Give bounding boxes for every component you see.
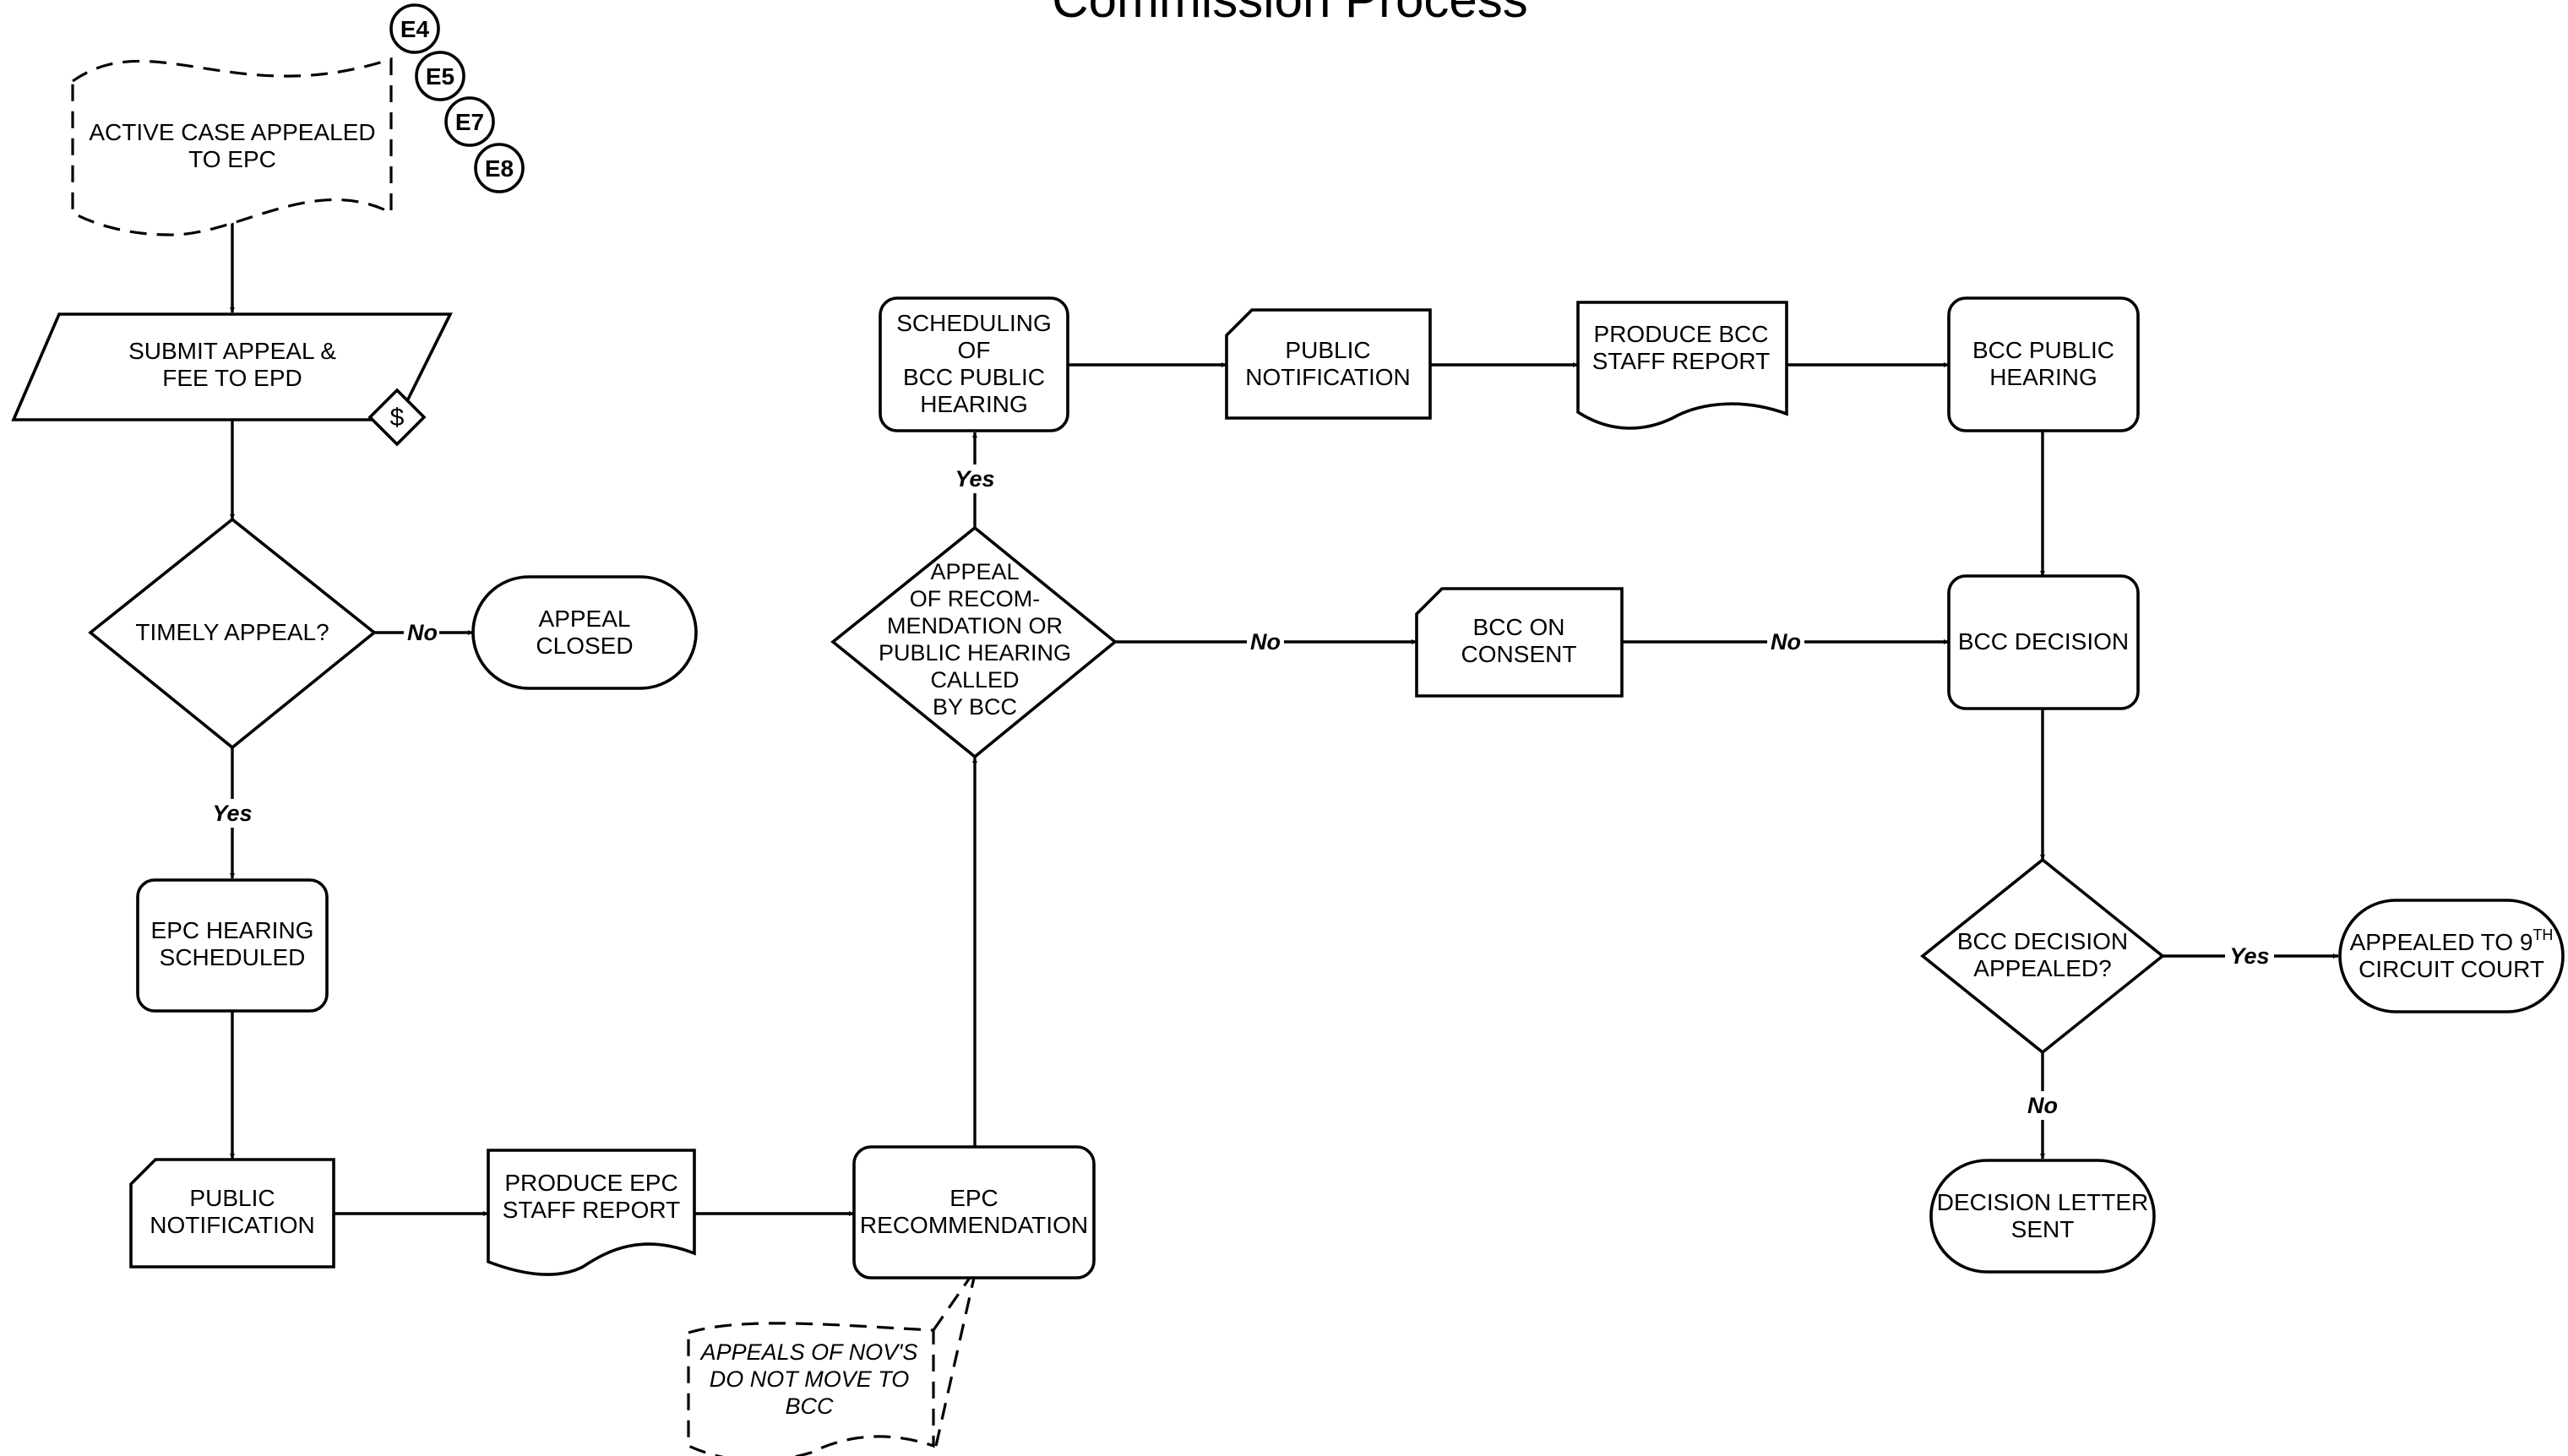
edge-label-appeal-yes: Yes [955,466,994,492]
svg-text:APPEAL: APPEAL [930,559,1019,584]
node-bcc-decision-appealed: BCC DECISION APPEALED? [1920,857,2165,1055]
svg-text:CLOSED: CLOSED [536,633,633,659]
node-appealed-circuit-court: APPEALED TO 9TH CIRCUIT COURT [2338,899,2565,1013]
svg-text:HEARING: HEARING [920,391,1028,417]
svg-text:SUBMIT APPEAL &: SUBMIT APPEAL & [128,338,336,364]
svg-text:SCHEDULING: SCHEDULING [896,310,1052,336]
node-bcc-decision: BCC DECISION [1947,574,2140,710]
badge-e8: E8 [474,143,525,193]
svg-text:NOTIFICATION: NOTIFICATION [1245,364,1410,390]
edge-label-appeal-no: No [1250,629,1281,655]
node-submit-appeal: SUBMIT APPEAL & FEE TO EPD [11,312,453,421]
svg-text:E4: E4 [400,16,430,42]
svg-text:BCC PUBLIC: BCC PUBLIC [1972,337,2114,363]
edge-label-decision-appealed-no: No [2027,1093,2058,1118]
svg-text:BCC DECISION: BCC DECISION [1957,928,2128,954]
node-active-case-appealed: ACTIVE CASE APPEALED TO EPC [71,57,393,236]
svg-text:E8: E8 [485,155,514,182]
badge-e4: E4 [389,3,440,54]
svg-text:APPEALED TO 9TH: APPEALED TO 9TH [2350,926,2554,955]
svg-text:APPEALS OF NOV'S: APPEALS OF NOV'S [699,1339,918,1365]
node-appeal-closed: APPEAL CLOSED [471,575,698,690]
svg-text:EPC: EPC [949,1185,998,1211]
svg-text:HEARING: HEARING [1989,364,2097,390]
node-appeal-called-by-bcc: APPEAL OF RECOM- MENDATION OR PUBLIC HEA… [830,525,1118,759]
svg-text:TO EPC: TO EPC [188,146,276,172]
svg-text:MENDATION OR: MENDATION OR [887,613,1063,638]
svg-text:BCC ON: BCC ON [1473,614,1565,640]
node-produce-bcc-staff-report: PRODUCE BCC STAFF REPORT [1576,301,1788,430]
dollar-icon: $ [390,404,405,432]
edge-label-consent-no: No [1771,629,1801,655]
svg-text:RECOMMENDATION: RECOMMENDATION [860,1212,1088,1238]
svg-text:FEE TO EPD: FEE TO EPD [162,365,302,391]
svg-text:BCC: BCC [785,1394,834,1419]
svg-text:CONSENT: CONSENT [1461,641,1577,667]
svg-text:OF: OF [958,337,991,363]
svg-text:PUBLIC HEARING: PUBLIC HEARING [879,640,1071,666]
svg-text:SCHEDULED: SCHEDULED [160,944,306,970]
svg-text:PRODUCE BCC: PRODUCE BCC [1594,321,1769,347]
svg-text:PUBLIC: PUBLIC [189,1185,275,1211]
badge-e7: E7 [444,96,495,147]
diagram-title: Commission Process [1052,0,1527,28]
svg-text:APPEALED?: APPEALED? [1973,955,2111,981]
svg-text:SENT: SENT [2011,1216,2075,1242]
svg-text:STAFF REPORT: STAFF REPORT [1592,348,1771,374]
svg-text:STAFF REPORT: STAFF REPORT [503,1197,681,1223]
svg-text:OF RECOM-: OF RECOM- [910,586,1041,611]
edge-labels: No Yes Yes No No Yes No [208,465,2274,1120]
svg-text:CALLED: CALLED [930,667,1019,693]
svg-text:TIMELY APPEAL?: TIMELY APPEAL? [135,619,329,645]
node-scheduling-bcc-hearing: SCHEDULING OF BCC PUBLIC HEARING [879,296,1069,432]
node-bcc-on-consent: BCC ON CONSENT [1415,587,1624,698]
badge-e5: E5 [415,51,465,101]
svg-text:BCC PUBLIC: BCC PUBLIC [903,364,1045,390]
node-nov-note: APPEALS OF NOV'S DO NOT MOVE TO BCC [687,1277,976,1456]
node-public-notification-bcc: PUBLIC NOTIFICATION [1225,308,1432,420]
fee-diamond: $ [367,388,427,447]
edge-label-decision-appealed-yes: Yes [2229,943,2269,969]
node-public-notification-epc: PUBLIC NOTIFICATION [129,1158,335,1269]
node-timely-appeal: TIMELY APPEAL? [88,517,377,750]
svg-text:NOTIFICATION: NOTIFICATION [150,1212,314,1238]
node-epc-recommendation: EPC RECOMMENDATION [852,1145,1096,1279]
svg-text:EPC HEARING: EPC HEARING [151,917,314,943]
svg-text:PUBLIC: PUBLIC [1285,337,1370,363]
svg-text:BY BCC: BY BCC [933,694,1017,720]
edge-label-timely-no: No [407,620,438,645]
svg-text:BCC DECISION: BCC DECISION [1958,628,2129,655]
node-epc-hearing-scheduled: EPC HEARING SCHEDULED [136,878,329,1013]
node-bcc-public-hearing: BCC PUBLIC HEARING [1947,296,2140,432]
svg-text:DO NOT MOVE TO: DO NOT MOVE TO [710,1366,910,1392]
edge-label-timely-yes: Yes [212,801,252,826]
svg-text:E5: E5 [426,63,454,90]
svg-text:APPEAL: APPEAL [539,606,631,632]
reference-badges: E4 E5 E7 E8 [389,3,525,193]
svg-text:E7: E7 [455,109,484,135]
svg-text:PRODUCE EPC: PRODUCE EPC [504,1170,677,1196]
svg-text:DECISION LETTER: DECISION LETTER [1937,1189,2148,1215]
svg-text:ACTIVE CASE APPEALED: ACTIVE CASE APPEALED [89,119,375,145]
svg-text:CIRCUIT COURT: CIRCUIT COURT [2359,956,2544,982]
node-produce-epc-staff-report: PRODUCE EPC STAFF REPORT [487,1149,696,1276]
node-decision-letter-sent: DECISION LETTER SENT [1929,1159,2156,1274]
